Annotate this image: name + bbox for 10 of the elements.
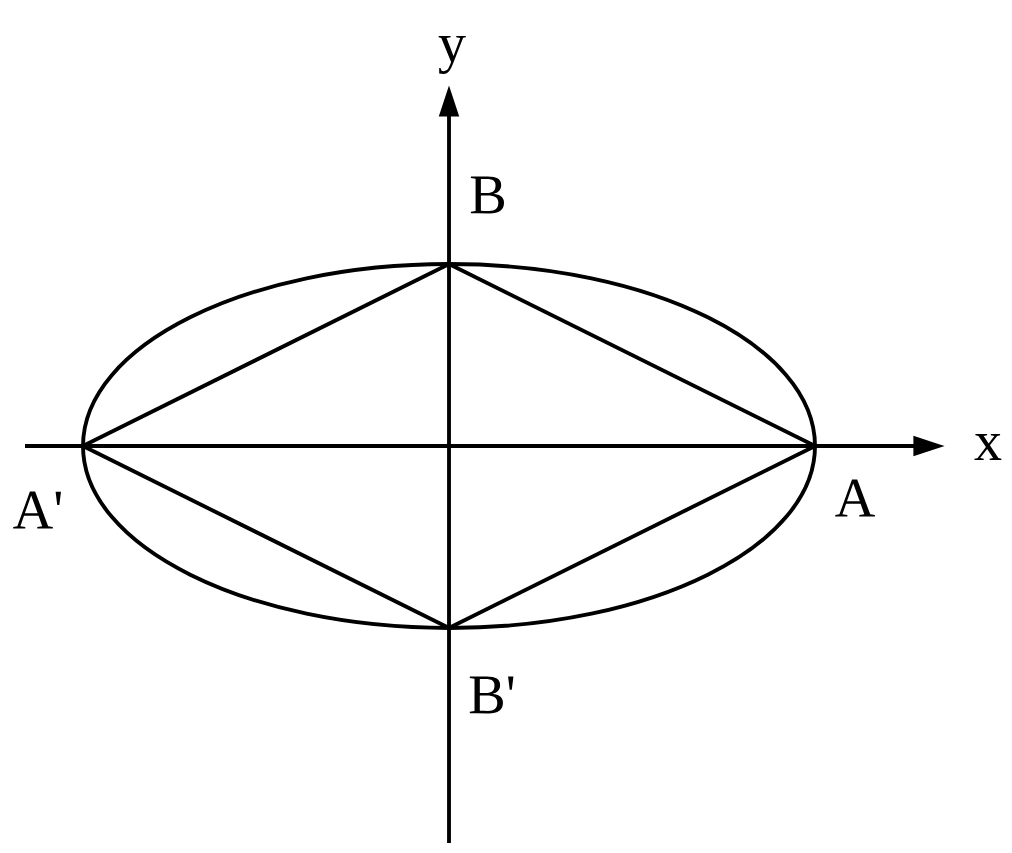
point-label: A — [835, 479, 875, 517]
line-segment — [84, 445, 448, 629]
axis-label: y — [438, 36, 466, 74]
point-label: B' — [469, 676, 514, 714]
line-segment — [84, 263, 448, 447]
point-label: B — [470, 176, 504, 214]
line-segment — [450, 445, 814, 629]
point-label: A' — [13, 491, 61, 529]
axis-label: x — [974, 434, 1002, 460]
line-segment — [450, 263, 814, 447]
